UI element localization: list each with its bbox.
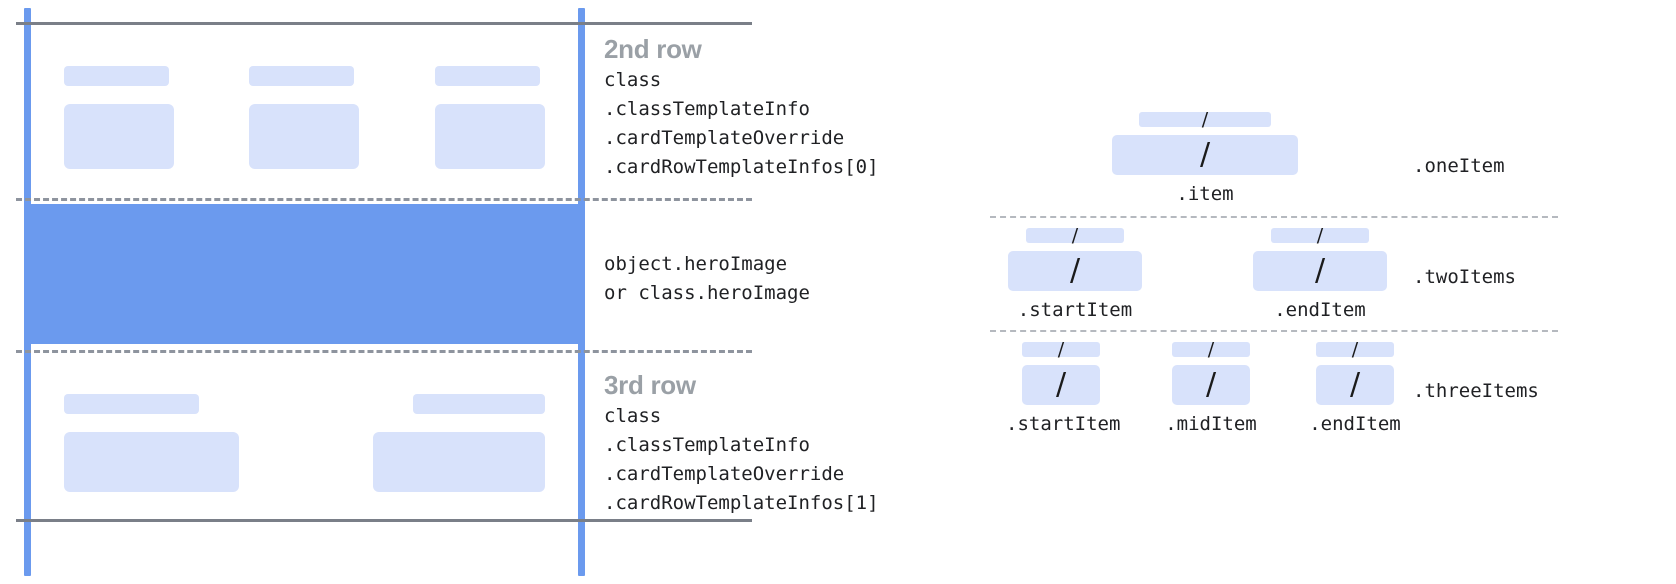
second-row-col2-box-chip xyxy=(249,104,359,169)
third-row-code-line-2: .classTemplateInfo xyxy=(604,434,810,456)
two-items-end-caption: .endItem xyxy=(1274,299,1366,321)
three-items-start-caption: .startItem xyxy=(1006,413,1121,435)
second-row-col1-line-chip xyxy=(64,66,169,86)
third-row-code-line-4: .cardRowTemplateInfos[1] xyxy=(604,492,879,514)
card-end-rail xyxy=(578,8,585,576)
second-row-code-line-1: class xyxy=(604,69,662,91)
card-bottom-border xyxy=(16,519,752,522)
hero-image-block xyxy=(31,204,578,344)
third-row-annotation: 3rd row class .classTemplateInfo .cardTe… xyxy=(604,368,879,518)
three-items-start-unit: / / .startItem xyxy=(1006,338,1121,436)
row-separator-upper xyxy=(16,198,752,201)
hero-code-line-2: or class.heroImage xyxy=(604,282,810,304)
three-items-group-label: .threeItems xyxy=(1413,380,1539,402)
three-items-mid-caption: .midItem xyxy=(1165,413,1257,435)
slash-glyph: / xyxy=(1351,338,1359,360)
third-row-body xyxy=(31,355,578,517)
item-group-separator-upper xyxy=(990,216,1558,218)
hero-code-line-1: object.heroImage xyxy=(604,253,788,275)
card-top-border xyxy=(16,22,752,25)
second-row-col3-box-chip xyxy=(435,104,545,169)
slash-glyph: / xyxy=(1199,137,1211,172)
three-items-mid-box-chip: / xyxy=(1172,365,1250,405)
second-row-col3-line-chip xyxy=(435,66,540,86)
one-item-line-chip: / xyxy=(1139,108,1271,130)
third-row-col2-line-chip xyxy=(413,394,545,414)
slash-glyph: / xyxy=(1055,367,1067,402)
slash-glyph: / xyxy=(1207,338,1215,360)
third-row-code-line-1: class xyxy=(604,405,662,427)
second-row-annotation: 2nd row class .classTemplateInfo .cardTe… xyxy=(604,32,879,182)
third-row-col2-box-chip xyxy=(373,432,545,492)
third-row-col1-line-chip xyxy=(64,394,199,414)
one-item-group-label: .oneItem xyxy=(1413,155,1505,177)
second-row-body xyxy=(31,25,578,196)
one-item-unit: / / .item xyxy=(1110,108,1300,205)
second-row-title: 2nd row xyxy=(604,34,702,64)
third-row-title: 3rd row xyxy=(604,370,696,400)
three-items-end-caption: .endItem xyxy=(1309,413,1401,435)
third-row-col1-box-chip xyxy=(64,432,239,492)
slash-glyph: / xyxy=(1316,224,1324,246)
slash-glyph: / xyxy=(1201,108,1209,130)
two-items-group-label: .twoItems xyxy=(1413,266,1516,288)
slash-glyph: / xyxy=(1069,253,1081,288)
item-arrangement-diagram: / / .item .oneItem / / .startItem / / xyxy=(960,0,1676,584)
card-layout-diagram xyxy=(0,0,752,584)
second-row-code-line-2: .classTemplateInfo xyxy=(604,98,810,120)
second-row-col1-box-chip xyxy=(64,104,174,169)
second-row-col2-line-chip xyxy=(249,66,354,86)
three-items-start-line-chip: / xyxy=(1022,338,1100,360)
two-items-start-caption: .startItem xyxy=(1017,299,1133,321)
slash-glyph: / xyxy=(1205,367,1217,402)
hero-image-annotation: object.heroImage or class.heroImage xyxy=(604,250,810,308)
item-group-separator-lower xyxy=(990,330,1558,332)
card-start-rail xyxy=(24,8,31,576)
row-separator-lower xyxy=(16,350,752,353)
slash-glyph: / xyxy=(1349,367,1361,402)
slash-glyph: / xyxy=(1057,338,1065,360)
three-items-end-line-chip: / xyxy=(1316,338,1394,360)
two-items-start-box-chip: / xyxy=(1008,251,1142,291)
slash-glyph: / xyxy=(1314,253,1326,288)
second-row-code-line-3: .cardTemplateOverride xyxy=(604,127,845,149)
two-items-end-line-chip: / xyxy=(1271,224,1369,246)
three-items-mid-line-chip: / xyxy=(1172,338,1250,360)
slash-glyph: / xyxy=(1071,224,1079,246)
two-items-end-box-chip: / xyxy=(1253,251,1387,291)
two-items-end-unit: / / .endItem xyxy=(1250,224,1390,321)
three-items-start-box-chip: / xyxy=(1022,365,1100,405)
second-row-code-line-4: .cardRowTemplateInfos[0] xyxy=(604,156,879,178)
three-items-end-unit: / / .endItem xyxy=(1300,338,1410,436)
one-item-box-chip: / xyxy=(1112,135,1298,175)
third-row-code-line-3: .cardTemplateOverride xyxy=(604,463,845,485)
three-items-mid-unit: / / .midItem xyxy=(1156,338,1266,436)
three-items-end-box-chip: / xyxy=(1316,365,1394,405)
two-items-start-line-chip: / xyxy=(1026,224,1124,246)
one-item-caption: .item xyxy=(1176,183,1234,205)
two-items-start-unit: / / .startItem xyxy=(1005,224,1145,321)
